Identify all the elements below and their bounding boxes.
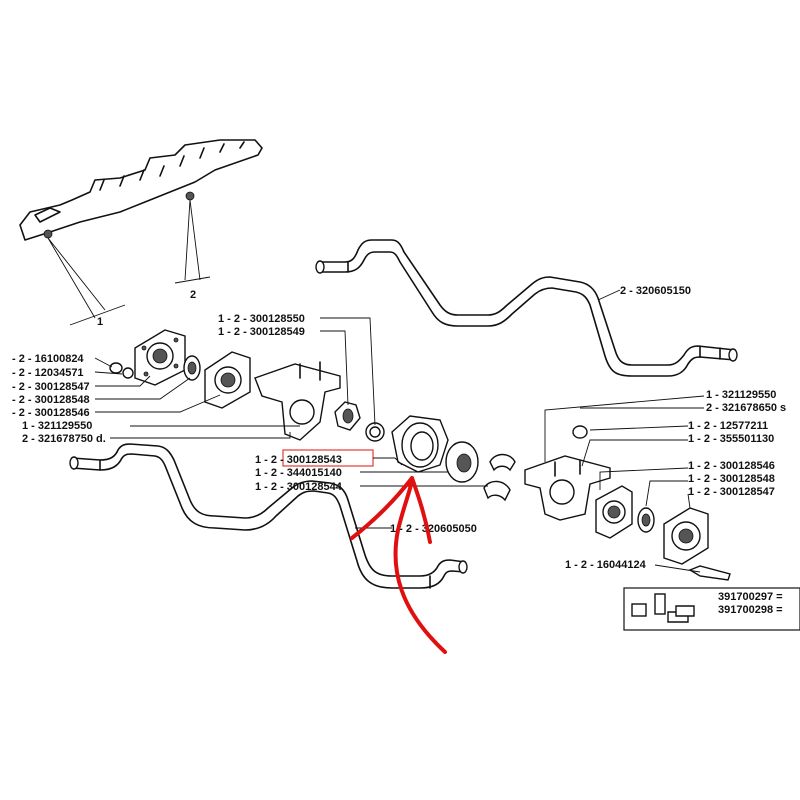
left-bearing-assembly <box>109 329 385 442</box>
label-16100824: - 2 - 16100824 <box>12 353 84 365</box>
upper-shaft-leader <box>597 289 621 301</box>
label-321129550-left: 1 - 321129550 <box>22 420 92 432</box>
label-321678750: 2 - 321678750 d. <box>22 433 106 445</box>
callout-2: 2 <box>190 289 196 301</box>
label-355501130: 1 - 2 - 355501130 <box>688 433 774 445</box>
label-300128547: - 2 - 300128547 <box>12 381 90 393</box>
kit-box: 391700297 = 391700298 = <box>623 587 800 631</box>
right-leaders <box>544 395 705 573</box>
kit-label-391700298: 391700298 = <box>718 604 783 616</box>
label-344015140: 1 - 2 - 344015140 <box>255 467 342 479</box>
callout-1: 1 <box>97 316 103 328</box>
right-labels: 1 - 321129550 2 - 321678650 s 1 - 2 - 12… <box>565 389 786 571</box>
label-16044124: 1 - 2 - 16044124 <box>565 559 647 571</box>
label-300128549: 1 - 2 - 300128549 <box>218 326 305 338</box>
right-bearing-assembly <box>524 425 731 581</box>
red-annotation-arrow <box>350 476 447 654</box>
label-300128550: 1 - 2 - 300128550 <box>218 313 305 325</box>
label-300128543: 1 - 2 - 300128543 <box>255 454 342 466</box>
upper-shaft-label: 2 - 320605150 <box>620 285 691 297</box>
label-300128546-right: 1 - 2 - 300128546 <box>688 460 775 472</box>
conveyor-thumbnail: 1 2 <box>19 139 263 328</box>
label-300128548-right: 1 - 2 - 300128548 <box>688 473 775 485</box>
label-300128544: 1 - 2 - 300128544 <box>255 481 343 493</box>
left-labels: - 2 - 16100824 - 2 - 12034571 - 2 - 3001… <box>12 313 305 445</box>
label-12034571: - 2 - 12034571 <box>12 367 84 379</box>
lower-shaft <box>69 443 468 589</box>
lower-shaft-label: 1 - 2 - 320605050 <box>390 523 477 535</box>
label-321678650: 2 - 321678650 s <box>706 402 786 414</box>
left-leaders <box>94 317 376 439</box>
center-parts <box>391 415 516 502</box>
label-300128547-right: 1 - 2 - 300128547 <box>688 486 775 498</box>
label-12577211: 1 - 2 - 12577211 <box>688 420 768 432</box>
label-300128546: - 2 - 300128546 <box>12 407 90 419</box>
center-labels: 1 - 2 - 300128543 1 - 2 - 344015140 1 - … <box>255 449 488 493</box>
label-321129550-right: 1 - 321129550 <box>706 389 776 401</box>
kit-label-391700297: 391700297 = <box>718 591 783 603</box>
label-300128548: - 2 - 300128548 <box>12 394 90 406</box>
upper-shaft <box>315 239 738 377</box>
